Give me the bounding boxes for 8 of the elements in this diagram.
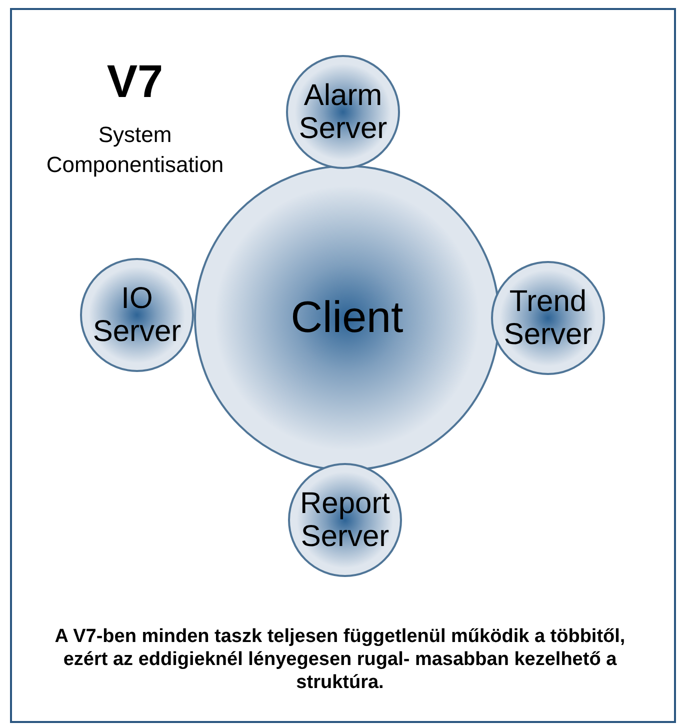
component-label: Alarm Server xyxy=(298,79,388,145)
component-label: Client xyxy=(290,294,404,342)
component-label: Trend Server xyxy=(502,285,594,351)
component-label: IO Server xyxy=(92,282,182,348)
subtitle: System Componentisation xyxy=(45,121,225,179)
title: V7 xyxy=(106,58,164,104)
caption: A V7-ben minden taszk teljesen függetlenül működik a többitől, ezért az eddigieknél lényegesen rugal- masabban kezelhető a struktúra. xyxy=(54,625,626,694)
component-label: Report Server xyxy=(298,487,392,553)
